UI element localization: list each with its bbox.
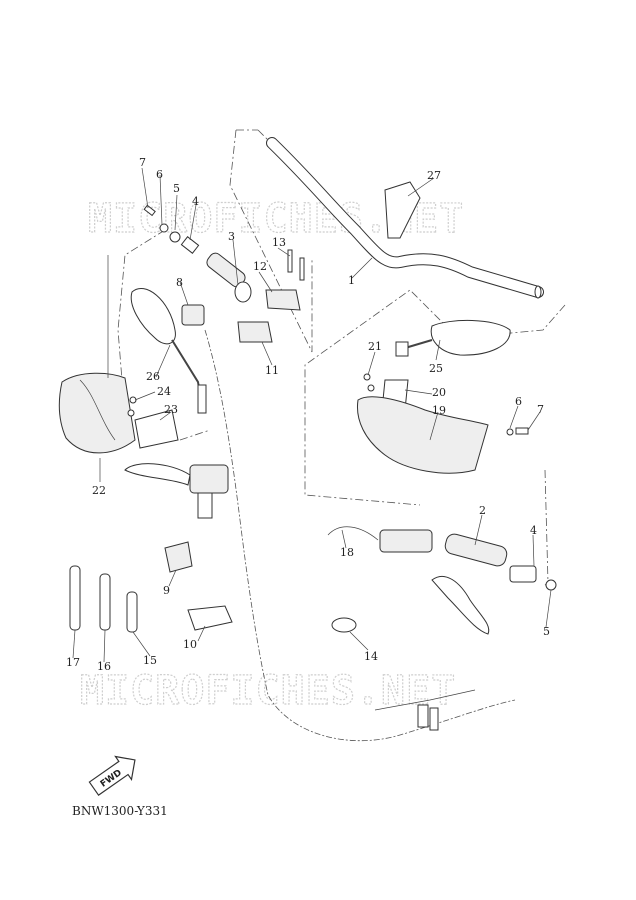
right-handguard: [356, 396, 489, 474]
callout-19: 19: [432, 404, 446, 417]
diagram-code: BNW1300-Y331: [72, 804, 168, 818]
right-mirror: [395, 319, 511, 357]
callout-2: 2: [479, 504, 486, 517]
cable-junction: [374, 689, 476, 731]
callout-6-right: 6: [515, 395, 522, 408]
left-handguard: [58, 372, 136, 454]
callout-22-label: 22: [92, 484, 106, 497]
crossbar-pad: [384, 181, 421, 239]
callout-18: 18: [340, 546, 354, 559]
left-handguard-bracket: [127, 396, 179, 449]
callout-7-left: 7: [139, 156, 146, 169]
callout-23: 23: [164, 403, 178, 416]
callout-16: 16: [97, 660, 111, 673]
handlebar-holder: [237, 249, 305, 343]
cable-guide-10: [187, 605, 233, 631]
callout-5-right: 5: [543, 625, 550, 638]
right-grip-assembly: [379, 529, 557, 591]
left-grip: [206, 252, 252, 303]
left-switch-assembly: [181, 304, 516, 742]
left-lever-assembly: [124, 463, 229, 519]
throttle-cable-18: [327, 526, 379, 541]
callout-25: 25: [429, 362, 443, 375]
left-mirror: [130, 288, 207, 414]
callout-10: 10: [183, 638, 197, 651]
switch-clamp-9: [164, 541, 193, 573]
callout-20: 20: [432, 386, 446, 399]
callout-labels: 1 2 3 4 4 5 5 6 6 7 7 8 9 10 11 12 13 14…: [66, 156, 550, 673]
cable-clamp-14: [331, 617, 357, 633]
callout-4-left: 4: [192, 195, 199, 208]
callout-7-right: 7: [537, 403, 544, 416]
callout-9: 9: [163, 584, 170, 597]
callout-21: 21: [368, 340, 382, 353]
callout-8: 8: [176, 276, 183, 289]
callout-12: 12: [253, 260, 267, 273]
outline-left-group: [117, 229, 211, 441]
handlebar: [266, 137, 544, 299]
callout-17: 17: [66, 656, 80, 669]
callout-15: 15: [143, 654, 157, 667]
leader-lines: [72, 167, 552, 663]
cable-ties: [69, 565, 138, 633]
callout-5-left: 5: [173, 182, 180, 195]
watermark-bottom: MICROFICHES.NET: [80, 668, 456, 714]
front-brake-lever: [431, 575, 490, 635]
callout-1: 1: [348, 274, 355, 287]
right-handguard-bolts: [506, 427, 529, 436]
callout-13: 13: [272, 236, 286, 249]
callout-14: 14: [364, 650, 378, 663]
callout-27: 27: [427, 169, 441, 182]
callout-3: 3: [228, 230, 235, 243]
callout-4-right: 4: [530, 524, 537, 537]
callout-11: 11: [265, 364, 279, 377]
callout-26: 26: [146, 370, 160, 383]
forward-direction-marker: FWD: [88, 755, 136, 797]
outline-upper-handlebar: [229, 129, 313, 353]
callout-6-left: 6: [156, 168, 163, 181]
callout-24: 24: [157, 385, 171, 398]
left-bar-end: [143, 204, 200, 254]
